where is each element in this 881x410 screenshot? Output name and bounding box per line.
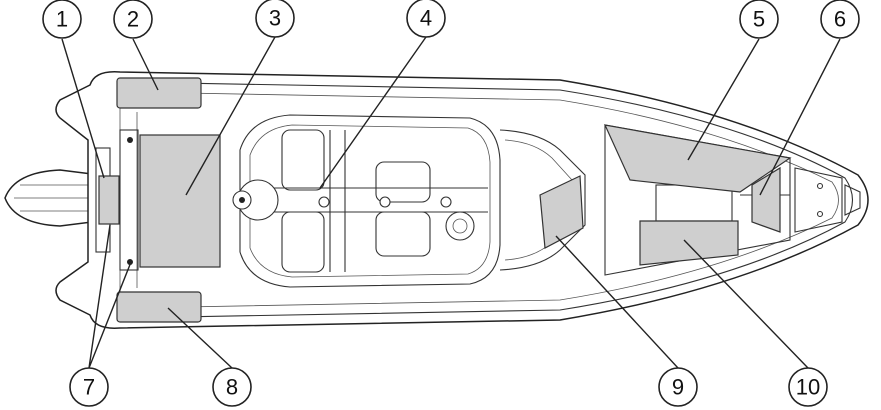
callout-4: 4: [406, 0, 446, 38]
callout-1-label: 1: [56, 7, 68, 32]
callout-3-label: 3: [269, 6, 281, 31]
outboard-engine: [4, 169, 119, 227]
callout-4-label: 4: [420, 6, 432, 31]
callout-10-label: 10: [796, 375, 820, 400]
callout-8: 8: [212, 367, 252, 407]
zone-8-stern-locker-starboard: [116, 291, 202, 323]
callout-5: 5: [739, 0, 779, 39]
callout-3: 3: [255, 0, 295, 38]
callout-2-label: 2: [127, 7, 139, 32]
callout-1: 1: [42, 0, 82, 39]
callout-9: 9: [658, 367, 698, 407]
callout-2: 2: [113, 0, 153, 39]
callout-9-label: 9: [672, 375, 684, 400]
zone-5-bow-locker: [603, 124, 792, 193]
callout-5-label: 5: [753, 7, 765, 32]
callout-6: 6: [820, 0, 860, 39]
leader-lines: [61, 36, 841, 369]
callout-8-label: 8: [226, 375, 238, 400]
zone-2-stern-locker-port: [116, 77, 202, 109]
callouts: 1 2 3 4 5 6 7 8: [42, 0, 860, 407]
callout-6-label: 6: [834, 7, 846, 32]
callout-7: 7: [69, 367, 109, 407]
console-seating-area: [232, 114, 501, 288]
callout-7-label: 7: [83, 375, 95, 400]
zone-9-console-locker: [539, 175, 584, 249]
zone-1-transom-locker: [98, 175, 120, 225]
bow-area: [604, 124, 861, 276]
zone-10-forward-storage: [639, 220, 739, 266]
callout-10: 10: [788, 367, 828, 407]
